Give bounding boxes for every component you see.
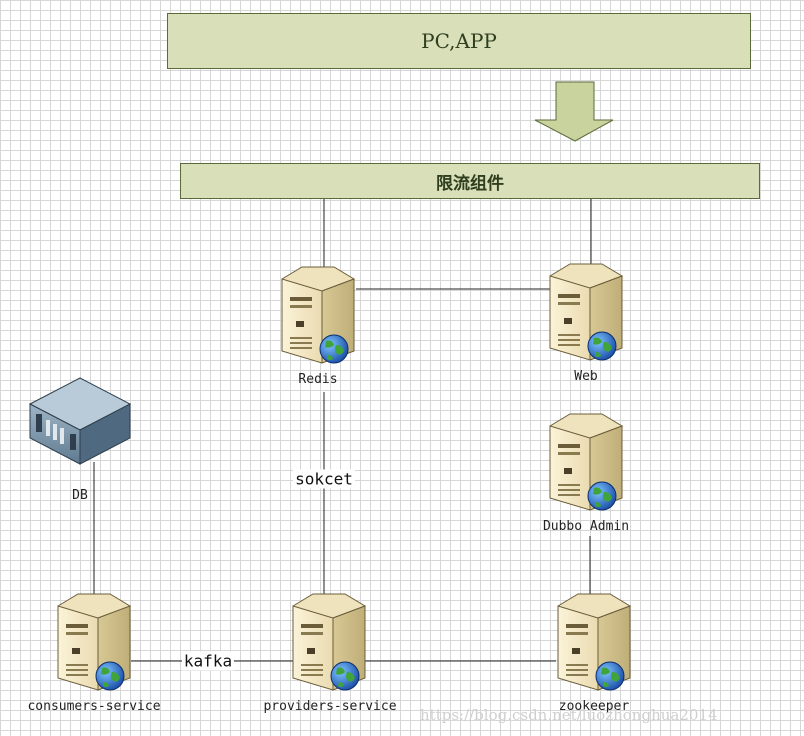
db-server-icon	[28, 377, 132, 465]
zookeeper-server-icon	[557, 593, 631, 691]
pc-app-box: PC,APP	[167, 13, 751, 69]
redis-server-icon	[281, 266, 355, 364]
providers-server-icon	[292, 593, 366, 691]
rate-limit-component-box: 限流组件	[180, 163, 760, 199]
web-server-icon	[549, 263, 623, 361]
kafka-edge-label: kafka	[181, 651, 235, 671]
down-arrow-icon	[534, 81, 614, 142]
connectors	[93, 199, 592, 662]
consumers-server-icon	[57, 593, 131, 691]
redis-label: Redis	[298, 372, 338, 387]
db-label: DB	[72, 488, 88, 503]
dubbo-admin-label: Dubbo Admin	[542, 519, 630, 534]
providers-service-label: providers-service	[263, 699, 397, 714]
consumers-service-label: consumers-service	[27, 699, 161, 714]
watermark: https://blog.csdn.net/luozhonghua2014	[420, 706, 718, 724]
zookeeper-label: zookeeper	[558, 699, 630, 714]
socket-edge-label: sokcet	[293, 469, 355, 489]
web-label: Web	[574, 369, 598, 384]
dubbo-admin-server-icon	[549, 413, 623, 511]
